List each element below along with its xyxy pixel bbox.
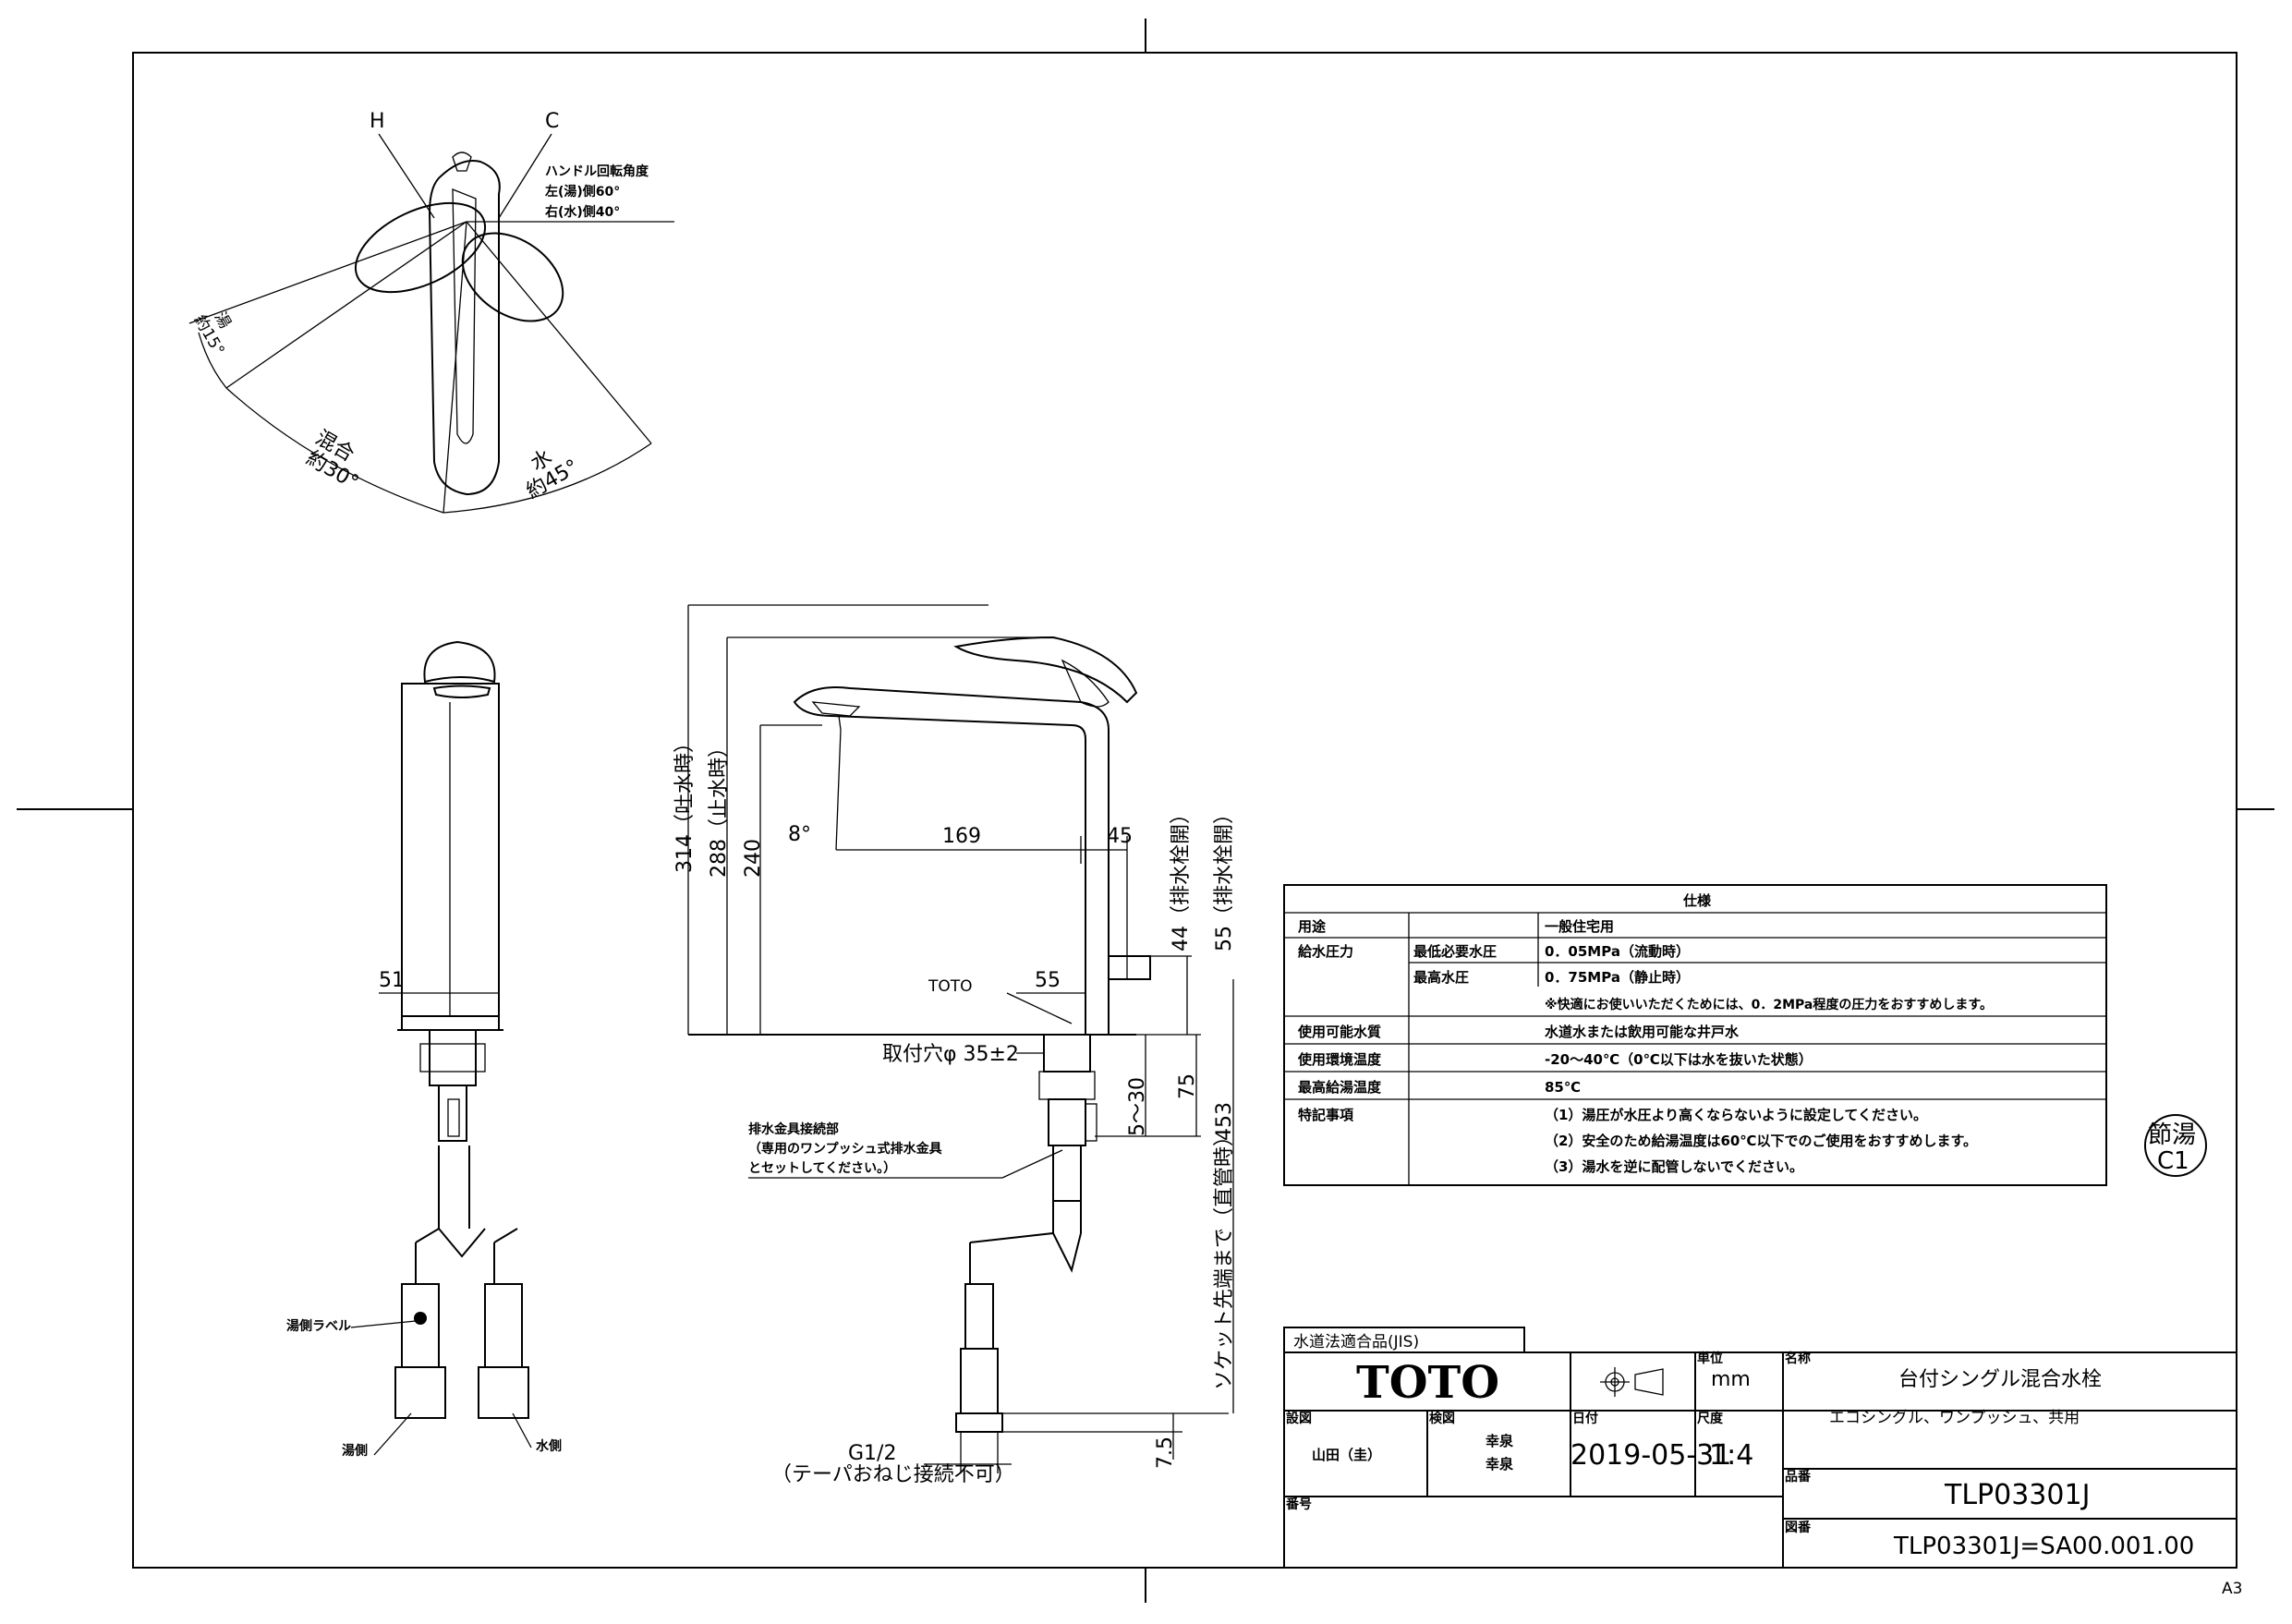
socket-note: ソケット先端まで（直管時） <box>1213 1126 1236 1390</box>
dim-g12: G1/2 <box>848 1442 896 1465</box>
spec-sub-1: 最低必要水圧 <box>1413 943 1497 960</box>
angle-8: 8° <box>788 823 811 846</box>
spec-value-5: -20～40℃（0℃以下は水を抜いた状態） <box>1545 1051 1813 1068</box>
drain-note-1: 排水金具接続部 <box>748 1121 839 1137</box>
drain-note-3: とセットしてください。） <box>748 1161 896 1176</box>
jis-label: 水道法適合品(JIS) <box>1293 1333 1419 1351</box>
toto-mark: TOTO <box>928 977 973 996</box>
check-label: 検図 <box>1429 1411 1455 1426</box>
stamp-line-1: 節湯 <box>2148 1121 2196 1149</box>
drawing-value: TLP03301J=SA00.001.00 <box>1893 1533 2194 1560</box>
spec-sub-2: 最高水圧 <box>1413 969 1469 986</box>
taper-note: （テーパおねじ接続不可） <box>771 1463 1015 1486</box>
dim-5-30: 5～30 <box>1126 1077 1149 1136</box>
label-hot-side: 湯側 <box>342 1443 368 1459</box>
dim-75: 75 <box>1176 1073 1199 1099</box>
spec-value-8: （2）安全のため給湯温度は60℃以下でのご使用をおすすめします。 <box>1545 1133 1977 1149</box>
spec-value-1: 0．05MPa（流動時） <box>1545 943 1690 960</box>
dim-169: 169 <box>942 825 981 848</box>
handle-note-3: 右(水)側40° <box>544 204 620 220</box>
spec-label-4: 使用可能水質 <box>1297 1024 1381 1040</box>
number-label: 番号 <box>1285 1497 1312 1512</box>
product-name: 台付シングル混合水栓 <box>1898 1368 2102 1391</box>
spec-value-3: ※快適にお使いいただくためには、0．2MPa程度の圧力をおすすめします。 <box>1545 997 1993 1012</box>
date-label: 日付 <box>1572 1411 1598 1426</box>
spec-label-0: 用途 <box>1298 918 1327 935</box>
hole-dim: 取付穴φ 35±2 <box>882 1043 1019 1066</box>
spec-label-6: 最高給湯温度 <box>1298 1079 1382 1096</box>
spec-value-6: 85℃ <box>1545 1079 1581 1096</box>
title-block: 水道法適合品(JIS) TOTO 単位 mm 名称 台付シングル混合水栓 エコシ… <box>1283 1327 2237 1569</box>
dim-7-5: 7.5 <box>1154 1436 1177 1469</box>
unit-value: mm <box>1711 1368 1751 1391</box>
unit-label: 単位 <box>1697 1351 1723 1366</box>
date-value: 2019-05-31 <box>1570 1439 1731 1472</box>
dim-240: 240 <box>742 839 765 878</box>
handle-note-1: ハンドル回転角度 <box>545 164 649 179</box>
designer-name: 山田（圭） <box>1312 1447 1381 1463</box>
model-value: TLP03301J <box>1944 1479 2090 1511</box>
dim-453: 453 <box>1213 1102 1236 1141</box>
dim-45: 45 <box>1107 825 1133 848</box>
handle-note-2: 左(湯)側60° <box>544 184 620 200</box>
drain-note-2: （専用のワンプッシュ式排水金具 <box>748 1141 942 1157</box>
product-subname: エコシングル、ワンプッシュ、共用 <box>1829 1409 2080 1427</box>
side-view: 314（吐水時） 288（止水時） 240 8° 169 45 44（排水栓開）… <box>673 604 1236 1486</box>
spec-label-5: 使用環境温度 <box>1297 1051 1382 1068</box>
checker-1: 幸泉 <box>1486 1433 1514 1449</box>
scale-label: 尺度 <box>1697 1411 1724 1426</box>
model-label: 品番 <box>1785 1469 1812 1485</box>
dim-55: 55 <box>1035 969 1061 992</box>
dim-55-right: 55（排水栓開） <box>1213 804 1236 951</box>
spec-value-9: （3）湯水を逆に配管しないでください。 <box>1545 1158 1803 1175</box>
label-h: H <box>370 110 385 133</box>
spec-value-4: 水道水または飲用可能な井戸水 <box>1545 1024 1740 1040</box>
checker-2: 幸泉 <box>1486 1456 1514 1473</box>
toto-logo: TOTO <box>1356 1357 1499 1409</box>
label-hot-label: 湯側ラベル <box>286 1318 351 1334</box>
label-c: C <box>545 110 559 133</box>
spec-title: 仕様 <box>1682 892 1712 909</box>
dim-314: 314（吐水時） <box>673 733 697 873</box>
spec-label-7: 特記事項 <box>1298 1107 1354 1123</box>
label-cold-side: 水側 <box>536 1438 562 1454</box>
dim-288: 288（止水時） <box>708 737 731 878</box>
top-view: H C ハンドル回転角度 左(湯)側60° 右(水)側40° 湯 約15° 混合… <box>188 110 674 514</box>
projection-symbol-icon <box>1600 1367 1664 1397</box>
setsuyu-stamp: 節湯 C1 <box>2144 1114 2207 1177</box>
sheet-size: A3 <box>2222 1580 2242 1598</box>
name-label: 名称 <box>1785 1351 1811 1366</box>
spec-table: 仕様 用途 一般住宅用 給水圧力 最低必要水圧 0．05MPa（流動時） 最高水… <box>1283 884 2107 1186</box>
drawing-label: 図番 <box>1785 1520 1812 1535</box>
stamp-line-2: C1 <box>2157 1147 2189 1175</box>
dim-51: 51 <box>379 969 405 992</box>
spec-value-2: 0．75MPa（静止時） <box>1545 969 1690 986</box>
spec-value-7: （1）湯圧が水圧より高くならないように設定してください。 <box>1545 1107 1927 1123</box>
dim-44: 44（排水栓開） <box>1170 804 1193 951</box>
design-label: 設図 <box>1286 1411 1312 1426</box>
front-view: 51 湯側ラベル 湯側 水側 <box>286 640 562 1459</box>
spec-value-0: 一般住宅用 <box>1545 918 1614 935</box>
scale-value: 1:4 <box>1709 1439 1753 1472</box>
spec-label-1: 給水圧力 <box>1298 943 1353 960</box>
